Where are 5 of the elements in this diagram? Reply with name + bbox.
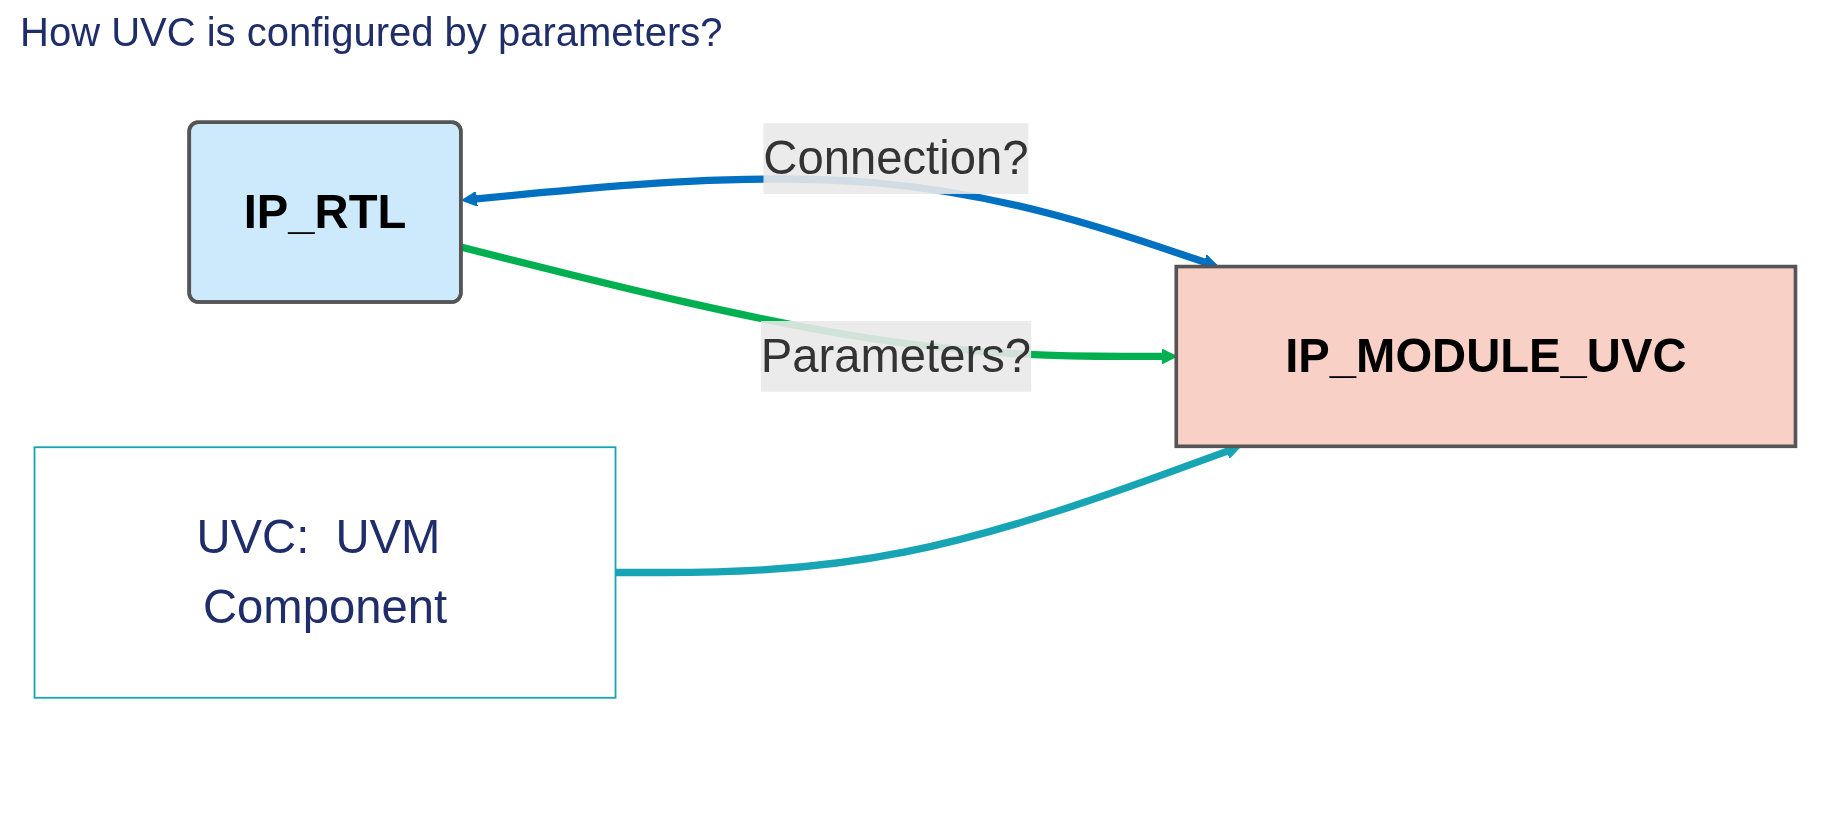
title: How UVC is configured by parameters? bbox=[20, 10, 724, 55]
edge-label: Parameters? bbox=[760, 328, 1032, 383]
edge-label: Connection? bbox=[763, 130, 1029, 185]
node-box: IP_MODULE_UVC bbox=[1174, 264, 1798, 449]
node-box: UVC: UVM Component bbox=[33, 446, 617, 699]
